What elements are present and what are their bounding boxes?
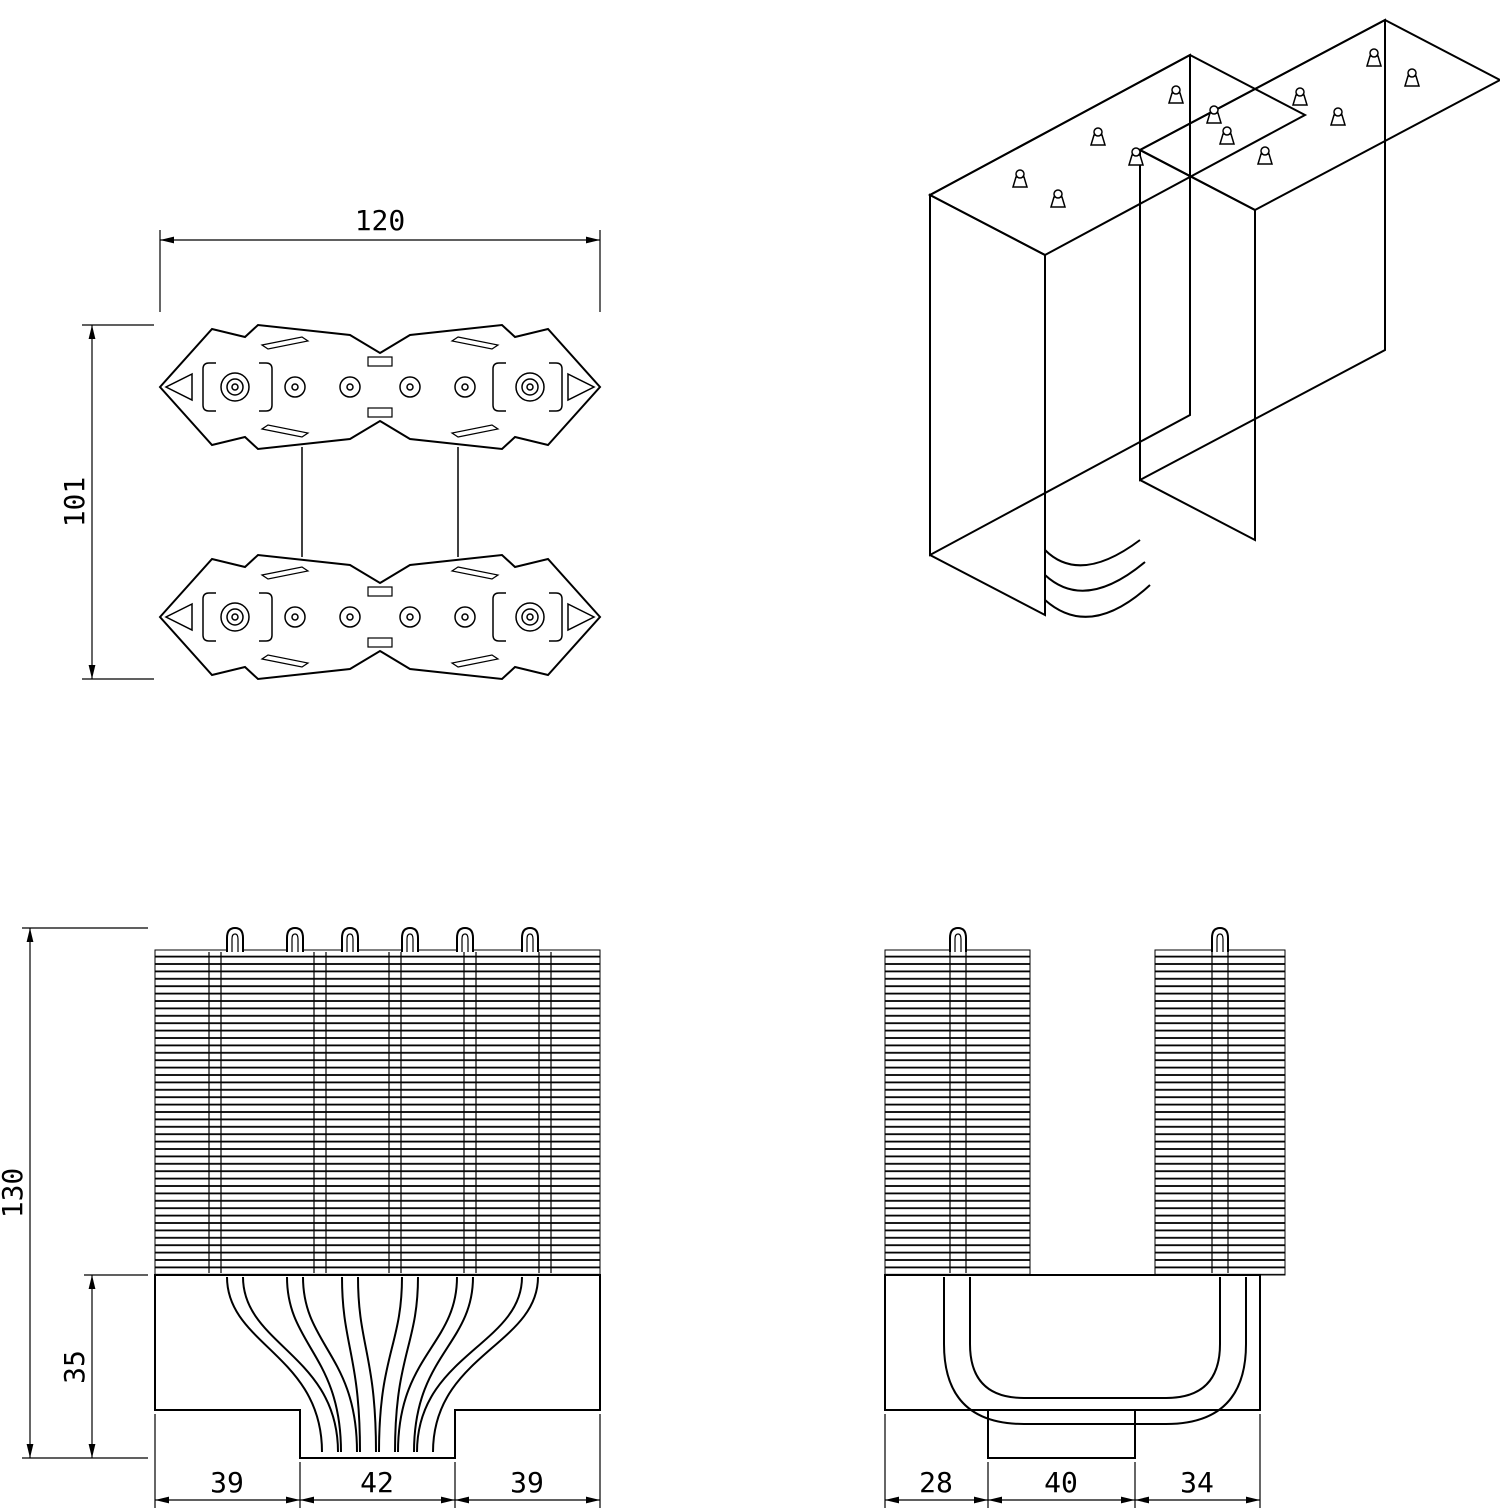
fin-profile-top bbox=[159, 324, 601, 450]
fin-notch-bands bbox=[949, 952, 1229, 1273]
screw-post bbox=[1330, 107, 1346, 126]
pipe-tip bbox=[341, 927, 359, 953]
heat-pipe bbox=[1044, 539, 1141, 567]
heat-pipe-tips bbox=[226, 927, 539, 953]
fin-stack-top-face bbox=[1137, 18, 1500, 212]
pipe-edge bbox=[416, 1276, 523, 1453]
pipe-edge bbox=[286, 1276, 342, 1453]
pipe-edge bbox=[397, 1276, 458, 1453]
dimension-label: 120 bbox=[355, 204, 406, 237]
screw-post bbox=[1404, 68, 1420, 87]
dimension-label: 42 bbox=[360, 1466, 394, 1499]
heat-pipe bbox=[1044, 561, 1146, 592]
fin-stack-front-face bbox=[929, 193, 1046, 617]
dimension-label: 34 bbox=[1180, 1466, 1214, 1499]
pipe-edge bbox=[341, 1276, 361, 1453]
pipe-tip bbox=[286, 927, 304, 953]
isometric-view bbox=[927, 18, 1500, 618]
pipe-edge bbox=[226, 1276, 323, 1453]
dimension-label: 40 bbox=[1044, 1466, 1078, 1499]
pipe-tip bbox=[456, 927, 474, 953]
fin-notch-bands bbox=[208, 952, 552, 1273]
pipe-tip bbox=[949, 927, 967, 953]
fin-stack-top-face bbox=[927, 53, 1308, 257]
fin-profile-bottom bbox=[159, 554, 601, 680]
base-outline bbox=[884, 1274, 1261, 1459]
heat-pipes-iso bbox=[1044, 539, 1151, 618]
pipe-tip bbox=[401, 927, 419, 953]
fin-stack-left bbox=[884, 949, 1031, 1276]
dimension-base-height: 35 bbox=[58, 1274, 148, 1458]
dimension-width: 120 bbox=[159, 204, 601, 312]
dimension-total-height: 130 bbox=[0, 927, 148, 1459]
front-view: 130 35 39 42 39 bbox=[0, 927, 601, 1508]
heat-pipe-u bbox=[943, 1277, 1247, 1425]
screw-post bbox=[1090, 127, 1106, 146]
dimension-label: 39 bbox=[210, 1466, 244, 1499]
screw-post bbox=[1257, 146, 1273, 165]
dimension-label: 28 bbox=[919, 1466, 953, 1499]
fin-stack bbox=[154, 949, 601, 1276]
screw-post bbox=[1292, 87, 1308, 106]
dimension-height: 101 bbox=[58, 324, 154, 680]
heat-pipes-front bbox=[226, 1276, 539, 1453]
fin-stack-front-face bbox=[1139, 148, 1256, 542]
pipe-edge bbox=[357, 1276, 377, 1453]
screw-post bbox=[1050, 189, 1066, 208]
pipe-edge bbox=[378, 1276, 403, 1453]
dimension-label: 35 bbox=[58, 1350, 91, 1384]
fin-stack-side-face bbox=[929, 53, 1191, 557]
pipe-tip bbox=[521, 927, 539, 953]
screw-post bbox=[1168, 85, 1184, 104]
base-outline bbox=[154, 1274, 601, 1459]
pipe-tip bbox=[1211, 927, 1229, 953]
screw-post bbox=[1366, 48, 1382, 67]
pipe-edge bbox=[413, 1276, 474, 1453]
pipe-tip bbox=[226, 927, 244, 953]
pipe-edge-inner bbox=[969, 1277, 1221, 1399]
screw-post bbox=[1219, 126, 1235, 145]
front-tower bbox=[927, 53, 1308, 617]
pipe-edge bbox=[242, 1276, 339, 1453]
pipe-edge bbox=[394, 1276, 419, 1453]
dimension-label: 39 bbox=[510, 1466, 544, 1499]
dimension-label: 130 bbox=[0, 1168, 29, 1219]
fin-stack-right bbox=[1154, 949, 1286, 1276]
dimension-label: 101 bbox=[58, 477, 91, 528]
pipe-edge bbox=[432, 1276, 539, 1453]
side-view: 28 40 34 bbox=[884, 927, 1286, 1508]
heat-pipe bbox=[1044, 584, 1151, 618]
screw-post bbox=[1012, 169, 1028, 188]
top-view: 120 101 bbox=[58, 204, 601, 680]
dimension-bottom-widths: 39 42 39 bbox=[154, 1414, 601, 1508]
rear-tower bbox=[1137, 18, 1500, 542]
pipe-edge bbox=[302, 1276, 358, 1453]
pipe-edge-outer bbox=[943, 1277, 1247, 1425]
dimension-bottom-widths: 28 40 34 bbox=[884, 1414, 1261, 1508]
